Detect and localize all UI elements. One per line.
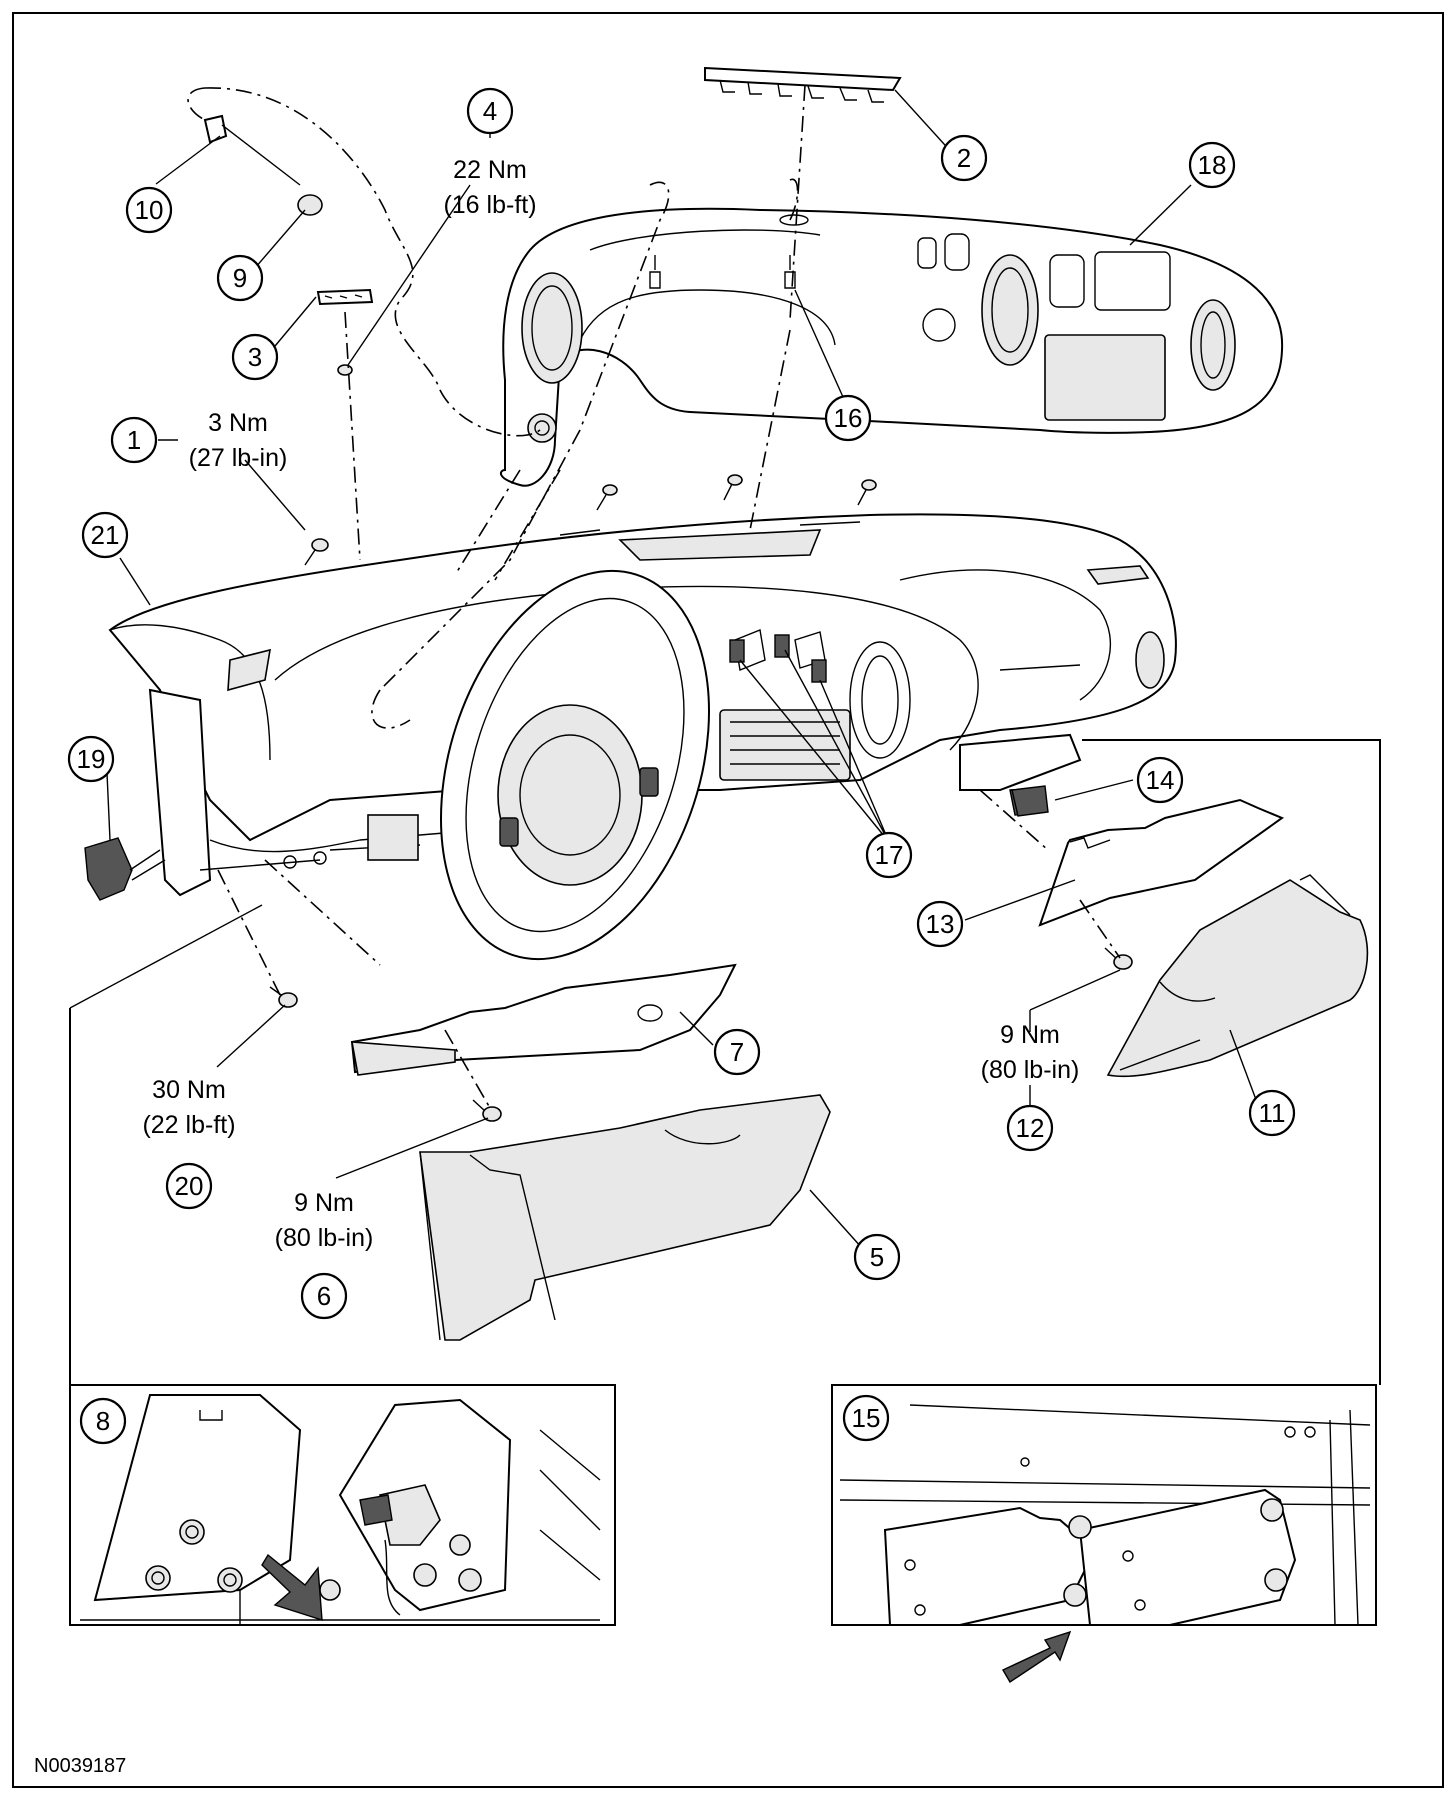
steering-column-cover	[350, 963, 737, 1076]
detail-8-window	[69, 1384, 616, 1626]
callout-7: 7	[713, 1028, 761, 1076]
callout-21: 21	[81, 511, 129, 559]
callout-3: 3	[231, 333, 279, 381]
callout-14: 14	[1136, 756, 1184, 804]
torque-item-4-metric: 22 Nm	[453, 156, 527, 184]
callout-7-label: 7	[730, 1037, 744, 1067]
steering-wheel	[440, 569, 710, 961]
callout-4-label: 4	[483, 96, 497, 126]
callout-11: 11	[1248, 1089, 1296, 1137]
callout-14-label: 14	[1146, 765, 1175, 795]
callout-12: 12	[1006, 1104, 1054, 1152]
torque-item-20-imperial: (22 lb-ft)	[142, 1111, 235, 1139]
callout-19: 19	[67, 735, 115, 783]
speaker-bracket	[316, 288, 374, 306]
nut-item-4	[337, 364, 353, 376]
sunload-sensor	[203, 114, 323, 216]
outer-frame	[12, 12, 1444, 1788]
torque-item-6-imperial: (80 lb-in)	[275, 1224, 374, 1252]
leader-detail8	[69, 904, 263, 1009]
callout-10: 10	[125, 186, 173, 234]
screw-item-12	[1104, 947, 1133, 970]
torque-spec-item-12: 9 Nm (80 lb-in)	[981, 1021, 1080, 1084]
torque-spec-item-4: 22 Nm (16 lb-ft)	[443, 156, 536, 219]
callout-8-label: 8	[96, 1406, 110, 1436]
callout-4: 4	[466, 87, 514, 135]
callout-17: 17	[865, 831, 913, 879]
torque-item-12-metric: 9 Nm	[1000, 1021, 1060, 1049]
right-lower-panel	[1038, 798, 1285, 927]
callout-6: 6	[300, 1272, 348, 1320]
torque-item-1-metric: 3 Nm	[208, 409, 268, 437]
bolt-item-20	[269, 986, 298, 1008]
torque-spec-item-6: 9 Nm (80 lb-in)	[275, 1189, 374, 1252]
headlamp-switch	[84, 837, 166, 901]
torque-item-4-imperial: (16 lb-ft)	[443, 191, 536, 219]
glove-box-door	[1106, 874, 1369, 1078]
defroster-grille	[704, 66, 902, 103]
callout-3-label: 3	[248, 342, 262, 372]
torque-spec-item-1: 3 Nm (27 lb-in)	[189, 409, 288, 472]
screw-item-1	[304, 538, 329, 566]
callout-2: 2	[940, 134, 988, 182]
callout-15-label: 15	[852, 1403, 881, 1433]
assembly-lines	[187, 84, 1121, 1109]
torque-item-20-metric: 30 Nm	[152, 1076, 226, 1104]
callout-20: 20	[165, 1162, 213, 1210]
screw-item-16	[596, 474, 877, 511]
callout-9-label: 9	[233, 263, 247, 293]
callout-19-label: 19	[77, 744, 106, 774]
electrical-connectors	[729, 634, 827, 683]
callout-18-label: 18	[1198, 150, 1227, 180]
callout-21-label: 21	[91, 520, 120, 550]
callout-2-label: 2	[957, 143, 971, 173]
callout-5: 5	[853, 1233, 901, 1281]
callout-15: 15	[842, 1394, 890, 1442]
callout-6-label: 6	[317, 1281, 331, 1311]
callout-5-label: 5	[870, 1242, 884, 1272]
detail-frame-right	[1082, 739, 1381, 1385]
torque-spec-item-20: 30 Nm (22 lb-ft)	[142, 1076, 235, 1139]
torque-item-1-imperial: (27 lb-in)	[189, 444, 288, 472]
callout-17-label: 17	[875, 840, 904, 870]
callout-9: 9	[216, 254, 264, 302]
leader-lines	[106, 89, 1259, 1249]
callout-8: 8	[79, 1397, 127, 1445]
torque-item-6-metric: 9 Nm	[294, 1189, 354, 1217]
callout-11-label: 11	[1259, 1098, 1286, 1128]
callout-16-label: 16	[834, 403, 863, 433]
callout-20-label: 20	[175, 1171, 204, 1201]
relay	[1011, 785, 1049, 817]
callout-12-label: 12	[1016, 1113, 1045, 1143]
torque-item-12-imperial: (80 lb-in)	[981, 1056, 1080, 1084]
instrument-panel-finish-panel	[499, 207, 1284, 487]
callout-1: 1	[110, 416, 158, 464]
callout-13: 13	[916, 900, 964, 948]
detail-15-window	[831, 1384, 1377, 1683]
knee-bolster	[419, 1094, 831, 1341]
callout-1-label: 1	[127, 425, 141, 455]
callout-16: 16	[824, 394, 872, 442]
figure-id: N0039187	[34, 1755, 126, 1777]
callout-13-label: 13	[926, 909, 955, 939]
callout-18: 18	[1188, 141, 1236, 189]
callout-10-label: 10	[135, 195, 164, 225]
